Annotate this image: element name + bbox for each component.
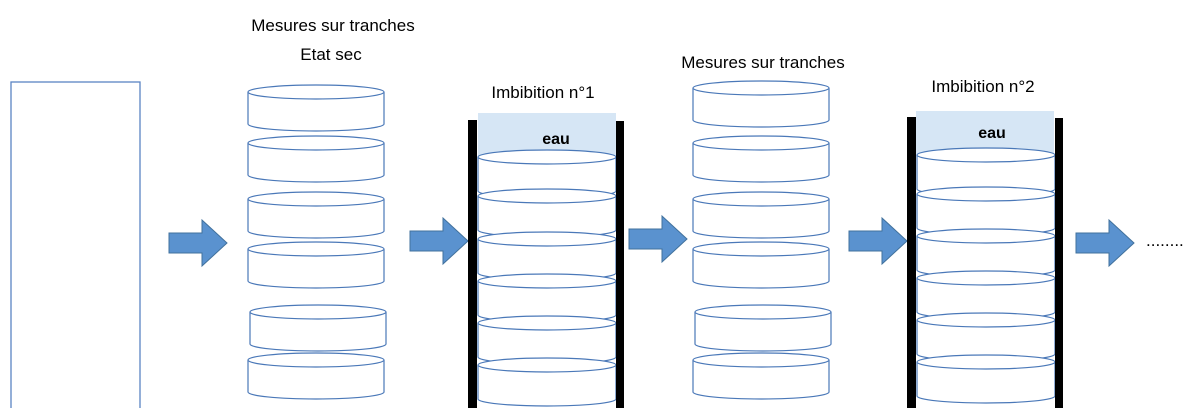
slice-imb1-2 [477, 188, 617, 238]
label-imbibition-1: Imbibition n°1 [491, 83, 594, 102]
slice-measures2-2 [692, 135, 830, 183]
slice-dry-4 [247, 241, 385, 289]
container-wall-right-1 [616, 121, 624, 408]
slice-imb2-5 [916, 312, 1056, 362]
label-measures-2: Mesures sur tranches [681, 53, 844, 72]
right-arrow-icon [409, 216, 469, 266]
slice-stack-measures-2 [692, 80, 832, 400]
container-wall-right-2 [1055, 118, 1063, 408]
slice-imb2-3 [916, 228, 1056, 278]
slice-imb2-6 [916, 354, 1056, 404]
container-wall-left-1 [468, 120, 477, 408]
slice-measures2-1 [692, 80, 830, 128]
slice-stack-dry [247, 84, 387, 400]
slice-measures2-4 [692, 241, 830, 289]
slice-imb2-2 [916, 186, 1056, 236]
label-imbibition-2: Imbibition n°2 [931, 77, 1034, 96]
water-label-1: eau [542, 131, 570, 148]
slice-measures2-5 [694, 304, 832, 352]
label-measures-dry-line1: Mesures sur tranches [251, 16, 414, 35]
right-arrow-icon [848, 216, 908, 266]
slice-imb2-4 [916, 270, 1056, 320]
slice-imb1-6 [477, 357, 617, 407]
arrows [168, 214, 1135, 268]
water-label-2: eau [978, 125, 1006, 142]
slice-stack-imbibition-2 [916, 147, 1056, 404]
slice-dry-6 [247, 352, 385, 400]
right-arrow-icon [628, 214, 688, 264]
slice-dry-3 [247, 191, 385, 239]
slice-imb1-4 [477, 273, 617, 323]
right-arrow-icon [1075, 218, 1135, 268]
slice-imb1-1 [477, 149, 617, 199]
slice-measures2-6 [692, 352, 830, 400]
slice-imb1-5 [477, 315, 617, 365]
slice-measures2-3 [692, 191, 830, 239]
label-continuation: ........ [1146, 231, 1184, 250]
slice-dry-2 [247, 135, 385, 183]
slice-dry-5 [249, 304, 387, 352]
slice-stack-imbibition-1 [477, 149, 617, 407]
label-measures-dry-line2: Etat sec [300, 45, 362, 64]
container-wall-left-2 [907, 117, 916, 408]
slice-dry-1 [247, 84, 385, 132]
right-arrow-icon [168, 218, 228, 268]
slice-imb1-3 [477, 231, 617, 281]
core-sample [10, 81, 141, 408]
